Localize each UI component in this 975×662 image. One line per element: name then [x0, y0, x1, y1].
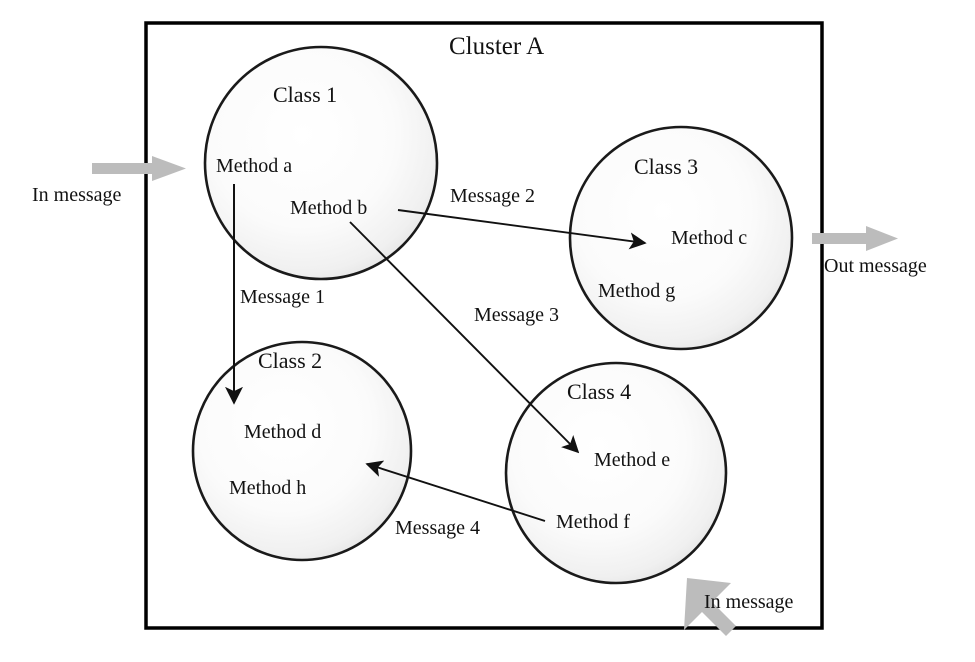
class-2-circle[interactable] [191, 340, 413, 562]
class-2-method-h-label: Method h [229, 477, 307, 499]
cluster-title: Cluster A [449, 33, 545, 60]
in-message-bottom-arrow-icon [684, 578, 736, 636]
in-message-bottom-label: In message [704, 591, 794, 613]
message-3-label: Message 3 [474, 304, 559, 326]
class-3-method-c-label: Method c [671, 227, 748, 249]
in-message-left-arrow-icon [92, 156, 186, 181]
class-1-title: Class 1 [273, 82, 338, 107]
out-message-right-arrow-icon [812, 226, 898, 251]
message-3-arrow [349, 221, 580, 454]
in-message-left-label: In message [32, 184, 122, 206]
class-4-method-e-label: Method e [594, 449, 671, 471]
message-2-label: Message 2 [450, 185, 535, 207]
class-3-title: Class 3 [634, 154, 699, 179]
class-2-method-d-label: Method d [244, 421, 322, 443]
class-3-method-g-label: Method g [598, 280, 676, 302]
class-4-method-f-label: Method f [556, 511, 630, 533]
class-4-title: Class 4 [567, 379, 632, 404]
class-4-circle[interactable] [504, 361, 728, 585]
class-1-circle[interactable] [203, 45, 439, 281]
message-4-arrow [365, 460, 546, 522]
class-2-title: Class 2 [258, 348, 323, 373]
cluster-boundary [144, 21, 824, 630]
class-1-method-a-label: Method a [216, 155, 293, 177]
message-1-label: Message 1 [240, 286, 325, 308]
message-4-label: Message 4 [395, 517, 480, 539]
class-3-circle[interactable] [568, 125, 794, 351]
class-1-method-b-label: Method b [290, 197, 368, 219]
out-message-right-label: Out message [824, 255, 927, 277]
message-2-arrow [397, 209, 647, 250]
